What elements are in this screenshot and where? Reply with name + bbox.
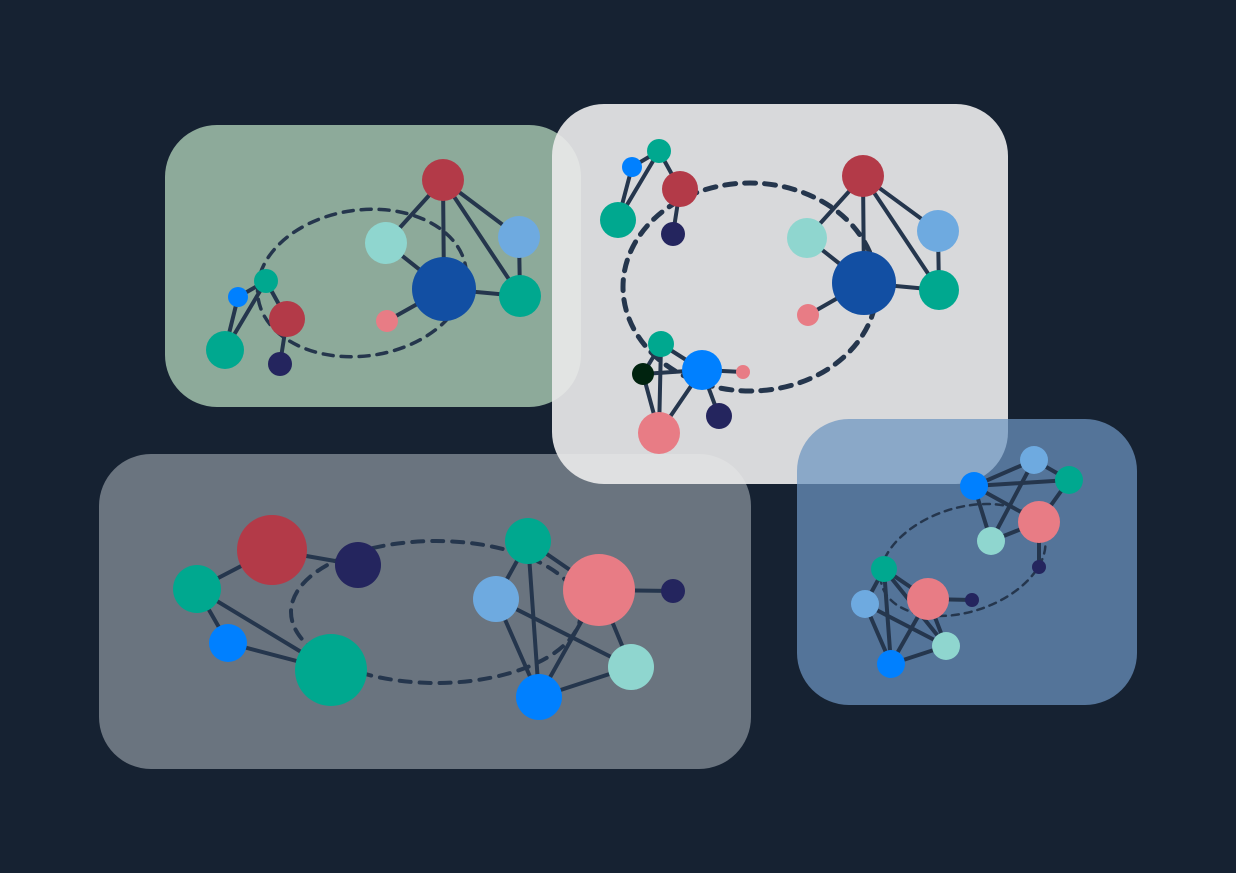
graph-node — [648, 331, 674, 357]
graph-edge — [861, 174, 941, 292]
graph-node — [505, 518, 551, 564]
graph-node — [632, 363, 654, 385]
graph-edge — [989, 458, 1036, 543]
graph-edge — [972, 478, 1071, 488]
graph-edge — [494, 597, 633, 669]
graph-node — [932, 632, 960, 660]
graph-node — [269, 301, 305, 337]
graph-node — [600, 202, 636, 238]
panel-blue — [797, 419, 1137, 705]
graph-node — [563, 554, 635, 626]
graph-node — [499, 275, 541, 317]
graph-green — [206, 159, 541, 376]
graph-node — [365, 222, 407, 264]
graph-node — [706, 403, 732, 429]
graph-node — [662, 171, 698, 207]
graph-node — [661, 579, 685, 603]
graph-node — [917, 210, 959, 252]
graph-node — [608, 644, 654, 690]
graph-node — [422, 159, 464, 201]
graph-node — [851, 590, 879, 618]
graph-white — [600, 139, 959, 454]
graph-node — [206, 331, 244, 369]
graph-blue — [851, 446, 1083, 678]
graph-node — [638, 412, 680, 454]
graph-edge — [863, 602, 948, 648]
graph-node — [736, 365, 750, 379]
graph-node — [1055, 466, 1083, 494]
graph-node — [787, 218, 827, 258]
graph-node — [268, 352, 292, 376]
graph-node — [173, 565, 221, 613]
graph-node — [516, 674, 562, 720]
graph-node — [498, 216, 540, 258]
graph-node — [877, 650, 905, 678]
graph-node — [622, 157, 642, 177]
graph-node — [960, 472, 988, 500]
graph-node — [1032, 560, 1046, 574]
graph-node — [254, 269, 278, 293]
graph-node — [682, 350, 722, 390]
graph-gray — [173, 515, 685, 720]
graph-node — [661, 222, 685, 246]
graph-node — [412, 257, 476, 321]
graph-node — [871, 556, 897, 582]
graph-node — [473, 576, 519, 622]
graph-node — [295, 634, 367, 706]
graph-node — [977, 527, 1005, 555]
graph-node — [1020, 446, 1048, 474]
graph-node — [335, 542, 381, 588]
panel-green — [165, 125, 581, 407]
graph-node — [376, 310, 398, 332]
graph-node — [919, 270, 959, 310]
graph-node — [965, 593, 979, 607]
graph-edge — [441, 178, 522, 298]
graph-node — [228, 287, 248, 307]
graph-node — [832, 251, 896, 315]
graph-node — [907, 578, 949, 620]
graph-node — [647, 139, 671, 163]
graph-node — [1018, 501, 1060, 543]
graph-node — [842, 155, 884, 197]
graph-node — [209, 624, 247, 662]
graph-node — [797, 304, 819, 326]
graphs-layer — [173, 139, 1083, 720]
graph-node — [237, 515, 307, 585]
